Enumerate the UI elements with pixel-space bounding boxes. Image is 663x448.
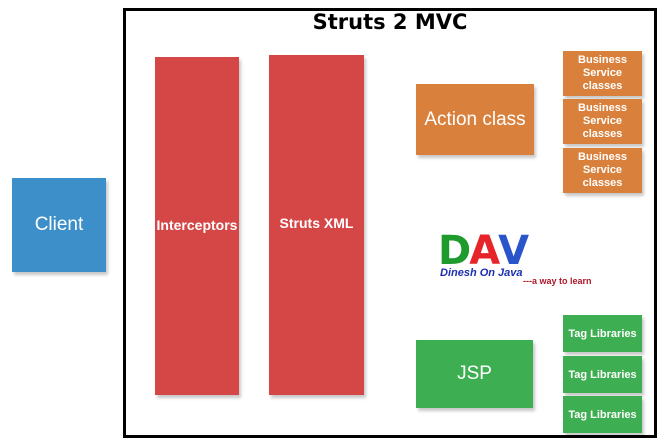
dinesh-on-java-logo: D A V Dinesh On Java ---a way to learn — [438, 231, 603, 291]
diagram-title: Struts 2 MVC — [312, 10, 468, 34]
business-service-box: Business Service classes — [563, 51, 642, 96]
business-service-line3: classes — [582, 177, 623, 189]
client-label: Client — [34, 214, 84, 235]
tag-libraries-box: Tag Libraries — [563, 315, 642, 352]
interceptors-label: Interceptors — [156, 217, 238, 233]
logo-name: Dinesh On Java — [440, 267, 523, 279]
business-service-line2: Service — [582, 67, 623, 79]
business-service-line2: Service — [582, 164, 623, 176]
tag-libraries-label: Tag Libraries — [568, 408, 637, 421]
logo-letter-a: A — [469, 228, 500, 274]
action-class-box: Action class — [416, 84, 534, 155]
action-class-label: Action class — [424, 108, 526, 130]
client-box: Client — [12, 178, 106, 272]
business-service-line2: Service — [582, 115, 623, 127]
logo-letter-v: V — [498, 228, 529, 274]
struts-xml-box: Struts XML — [269, 55, 364, 395]
business-service-line1: Business — [578, 102, 627, 114]
logo-letter-d: D — [438, 228, 471, 274]
logo-tagline: ---a way to learn — [523, 276, 592, 286]
business-service-line1: Business — [578, 151, 627, 163]
business-service-box: Business Service classes — [563, 148, 642, 193]
business-service-line1: Business — [578, 54, 627, 66]
interceptors-box: Interceptors — [155, 57, 239, 395]
tag-libraries-label: Tag Libraries — [568, 327, 637, 340]
business-service-line3: classes — [582, 128, 623, 140]
tag-libraries-box: Tag Libraries — [563, 356, 642, 393]
jsp-label: JSP — [457, 363, 492, 384]
tag-libraries-box: Tag Libraries — [563, 396, 642, 433]
business-service-line3: classes — [582, 80, 623, 92]
struts-xml-label: Struts XML — [279, 215, 354, 231]
business-service-box: Business Service classes — [563, 99, 642, 144]
jsp-box: JSP — [416, 340, 533, 408]
dav-logo-letters: D A V — [438, 228, 529, 274]
tag-libraries-label: Tag Libraries — [568, 368, 637, 381]
